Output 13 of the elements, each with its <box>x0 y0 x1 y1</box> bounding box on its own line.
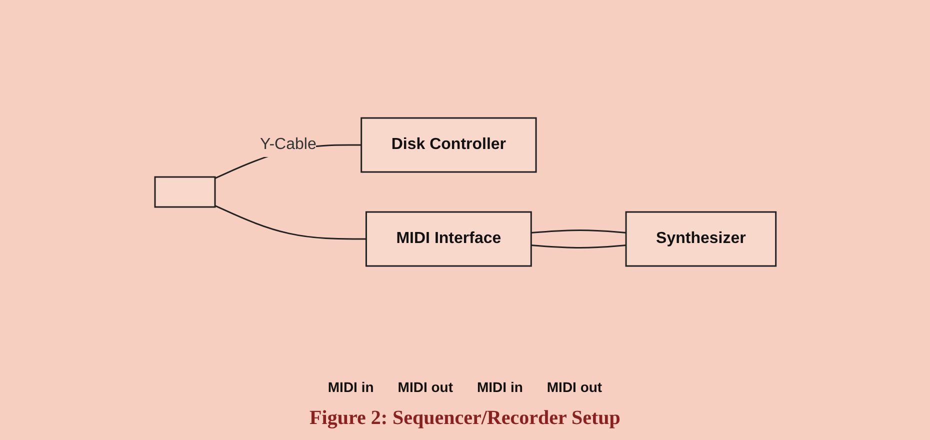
node-box <box>154 176 216 208</box>
node-box: MIDI Interface <box>365 210 532 266</box>
port-label: MIDI in <box>328 379 374 395</box>
node-box: Synthesizer <box>624 210 776 266</box>
edge-label: Y-Cable <box>260 136 316 152</box>
port-label: MIDI out <box>546 379 602 395</box>
figure-caption: Figure 2: Sequencer/Recorder Setup <box>310 407 620 430</box>
port-label: MIDI out <box>398 379 453 395</box>
connector <box>530 244 626 248</box>
connector <box>214 204 366 240</box>
port-label: MIDI in <box>477 379 523 395</box>
node-box: Disk Controller <box>360 116 536 172</box>
connector <box>530 229 626 234</box>
